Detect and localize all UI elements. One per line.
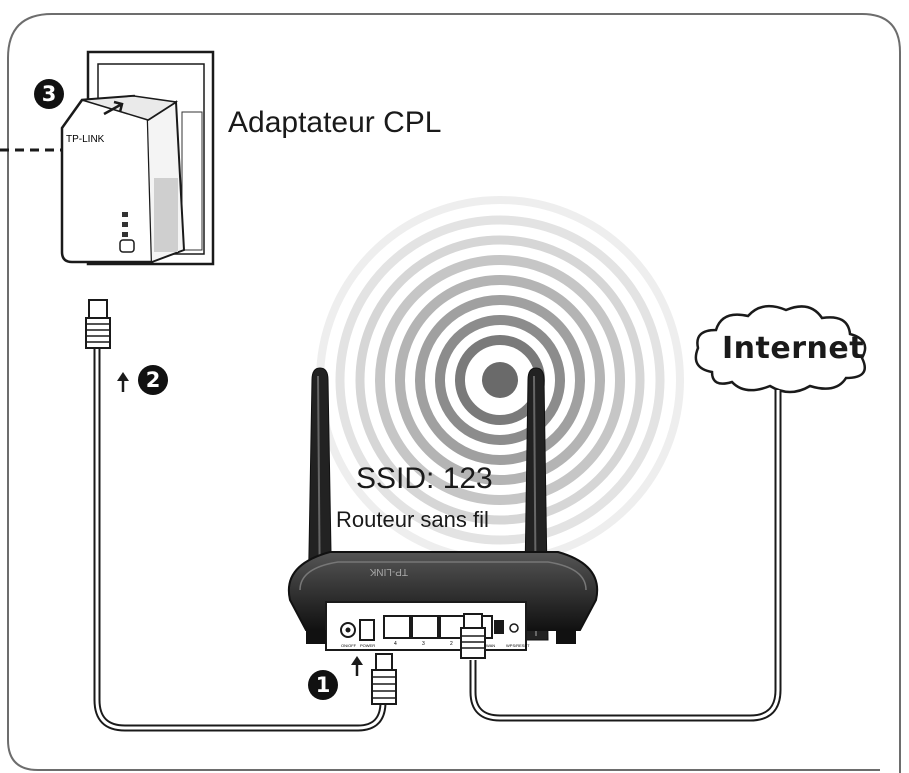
powerline-adapter: TP-LINK xyxy=(60,50,215,266)
internet-label: Internet xyxy=(722,331,865,366)
port-wan-text: WAN xyxy=(486,643,495,648)
port-power-text: POWER xyxy=(360,643,375,648)
adapter-label: Adaptateur CPL xyxy=(228,106,442,139)
step-1-badge: 1 xyxy=(308,670,338,700)
step-3-badge: 3 xyxy=(34,79,64,109)
router-label: Routeur sans fil xyxy=(336,507,489,532)
router-brand-text: TP-LINK xyxy=(369,566,408,577)
step-2-badge: 2 xyxy=(138,365,168,395)
arrow-up-icon xyxy=(117,372,129,392)
port-onoff-text: ON/OFF xyxy=(341,643,357,648)
ethernet-plug-icon xyxy=(371,653,397,705)
wifi-waves-icon xyxy=(316,196,684,564)
frame-border xyxy=(7,13,901,773)
ethernet-plug-icon xyxy=(85,299,111,349)
ssid-label: SSID: 123 xyxy=(356,462,493,495)
wireless-router: TP-LINK ON/OFF POWER 4 3 2 1 WAN WPS/RES… xyxy=(287,367,599,651)
ethernet-plug-icon xyxy=(460,613,486,659)
port-wps-text: WPS/RESET xyxy=(506,643,530,648)
port-lan2-text: 2 xyxy=(450,641,453,647)
cloud-icon xyxy=(694,304,867,394)
port-lan4-text: 4 xyxy=(394,641,397,647)
port-lan3-text: 3 xyxy=(422,641,425,647)
adapter-brand-text: TP-LINK xyxy=(66,134,105,145)
arrow-up-icon xyxy=(351,656,363,676)
frame-border-bottom xyxy=(7,58,880,771)
